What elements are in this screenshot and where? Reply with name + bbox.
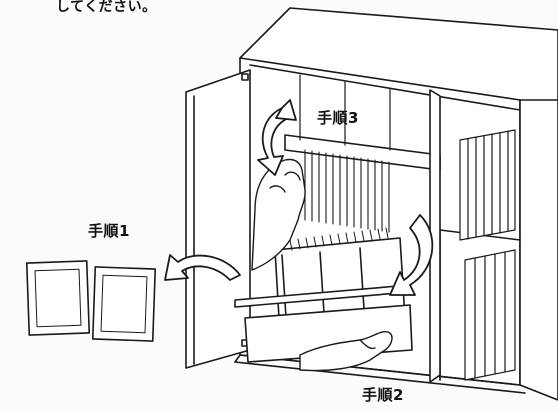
back-panels: [299, 74, 391, 151]
right-door: [429, 89, 441, 383]
stored-disc-cases: [304, 149, 390, 233]
left-door: [185, 69, 251, 369]
step2-label: 手順2: [362, 386, 404, 404]
step1-label: 手順1: [88, 222, 130, 240]
right-media-stack: [459, 129, 516, 381]
step3-arrow: [257, 99, 297, 176]
lower-hand: [299, 330, 393, 372]
step2-arrow: [389, 214, 434, 296]
pull-out-rack: [234, 237, 413, 363]
step3-label: 手順3: [317, 109, 359, 127]
rack-discs: [289, 227, 389, 251]
top-caption: してください。: [56, 0, 157, 15]
removed-disc-cases: [25, 260, 157, 342]
step1-arrow: [164, 254, 241, 281]
